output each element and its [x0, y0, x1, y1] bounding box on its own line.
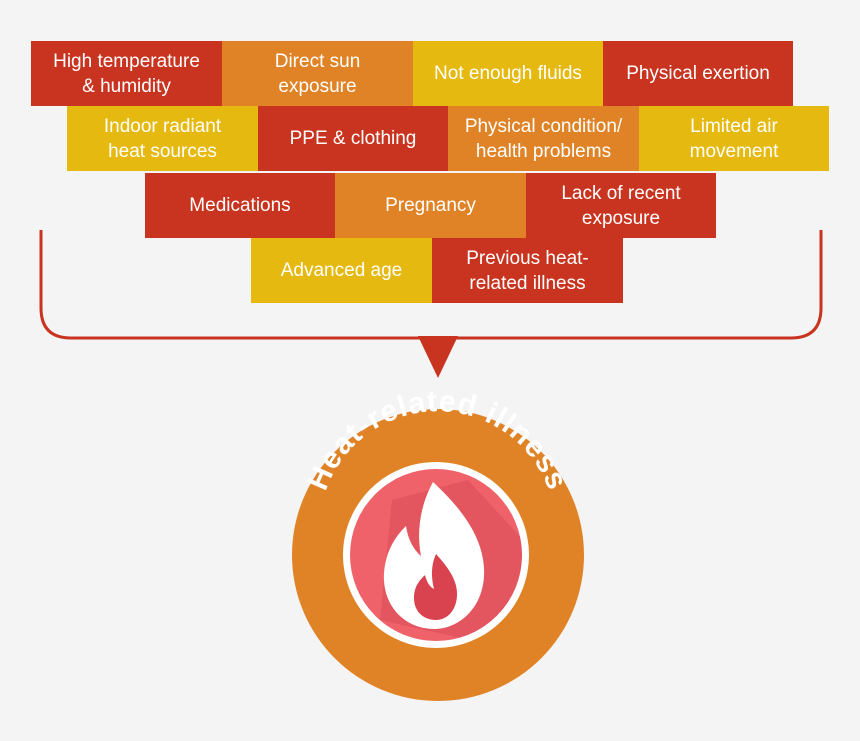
factor-tile-lack-of-exposure: Lack of recent exposure	[526, 173, 716, 238]
flame-icon	[383, 482, 485, 629]
factor-tile-pregnancy: Pregnancy	[335, 173, 526, 238]
factor-tile-direct-sun: Direct sun exposure	[222, 41, 413, 106]
factor-label: Limited air movement	[689, 115, 779, 162]
factor-label: Indoor radiant heat sources	[103, 115, 222, 162]
factor-tile-medications: Medications	[145, 173, 335, 238]
factor-tile-advanced-age: Advanced age	[251, 238, 432, 303]
factor-tile-physical-exertion: Physical exertion	[603, 41, 793, 106]
factor-label: Not enough fluids	[434, 63, 582, 84]
factor-label: Advanced age	[280, 260, 403, 281]
factor-label: Medications	[189, 195, 291, 216]
factor-label: PPE & clothing	[289, 128, 417, 149]
factor-tile-physical-condition: Physical condition/ health problems	[448, 106, 639, 171]
factor-label: Direct sun exposure	[274, 50, 361, 97]
factor-tile-previous-illness: Previous heat- related illness	[432, 238, 623, 303]
factor-label: Previous heat- related illness	[466, 247, 589, 294]
factor-label: Lack of recent exposure	[561, 182, 681, 229]
factor-label: Physical exertion	[626, 63, 770, 84]
factor-label: High temperature & humidity	[53, 50, 200, 97]
factor-tile-ppe-clothing: PPE & clothing	[258, 106, 448, 171]
bracket	[39, 230, 823, 340]
factor-tile-indoor-radiant: Indoor radiant heat sources	[67, 106, 258, 171]
factor-label: Physical condition/ health problems	[464, 115, 623, 162]
factor-tile-high-temperature: High temperature & humidity	[31, 41, 222, 106]
factor-tile-limited-air: Limited air movement	[639, 106, 829, 171]
arrow-down-icon	[418, 336, 458, 378]
factor-label: Pregnancy	[385, 195, 476, 216]
factor-tile-not-enough-fluids: Not enough fluids	[413, 41, 603, 106]
